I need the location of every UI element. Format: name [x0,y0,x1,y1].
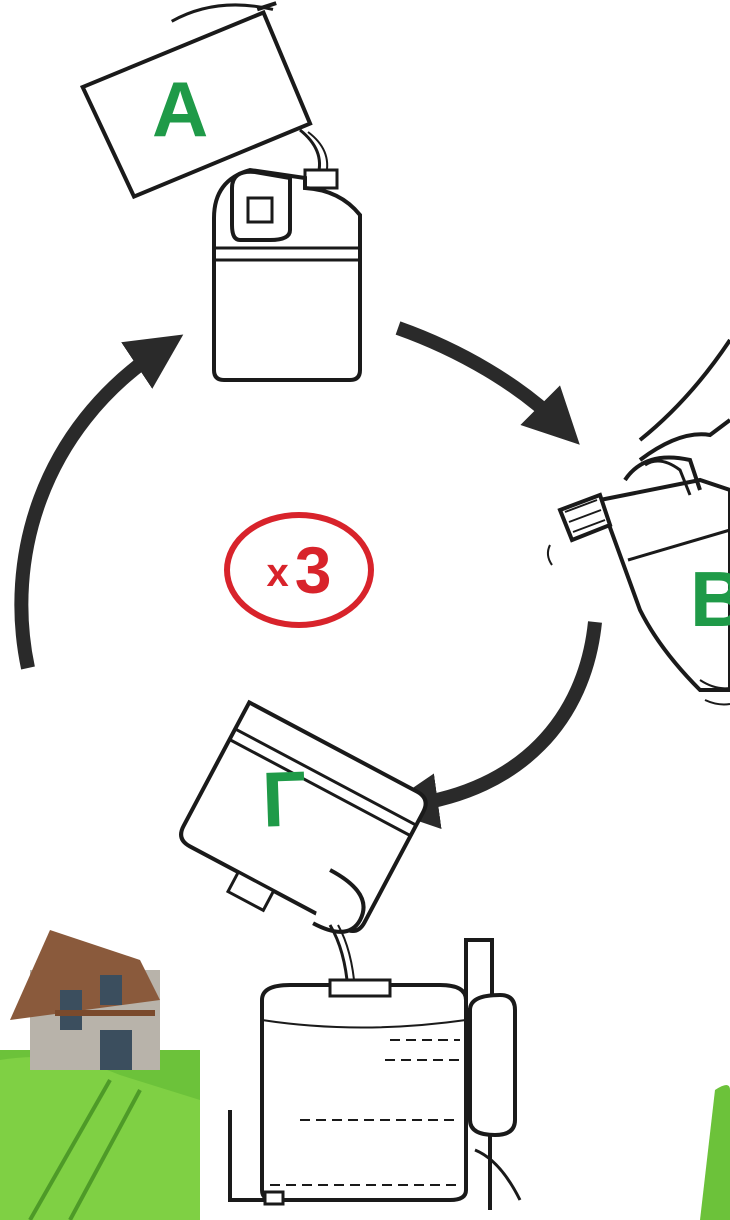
shaking-canister-icon [548,340,730,705]
step-label-a: А [152,70,208,148]
repeat-prefix: x [267,551,289,596]
repeat-badge: x 3 [224,512,374,628]
cycle-arrow-icon [410,622,595,805]
repeat-count: 3 [295,532,332,608]
cycle-arrow-icon [398,328,560,425]
step-label-b: В [690,560,730,638]
step-label-g: Г [261,759,308,838]
grass-edge [700,1085,730,1220]
canister-icon [214,170,360,380]
house-photo [0,930,200,1220]
pour-stream [300,130,320,175]
backpack-sprayer-icon [230,940,520,1210]
cycle-arrow-icon [21,350,160,668]
